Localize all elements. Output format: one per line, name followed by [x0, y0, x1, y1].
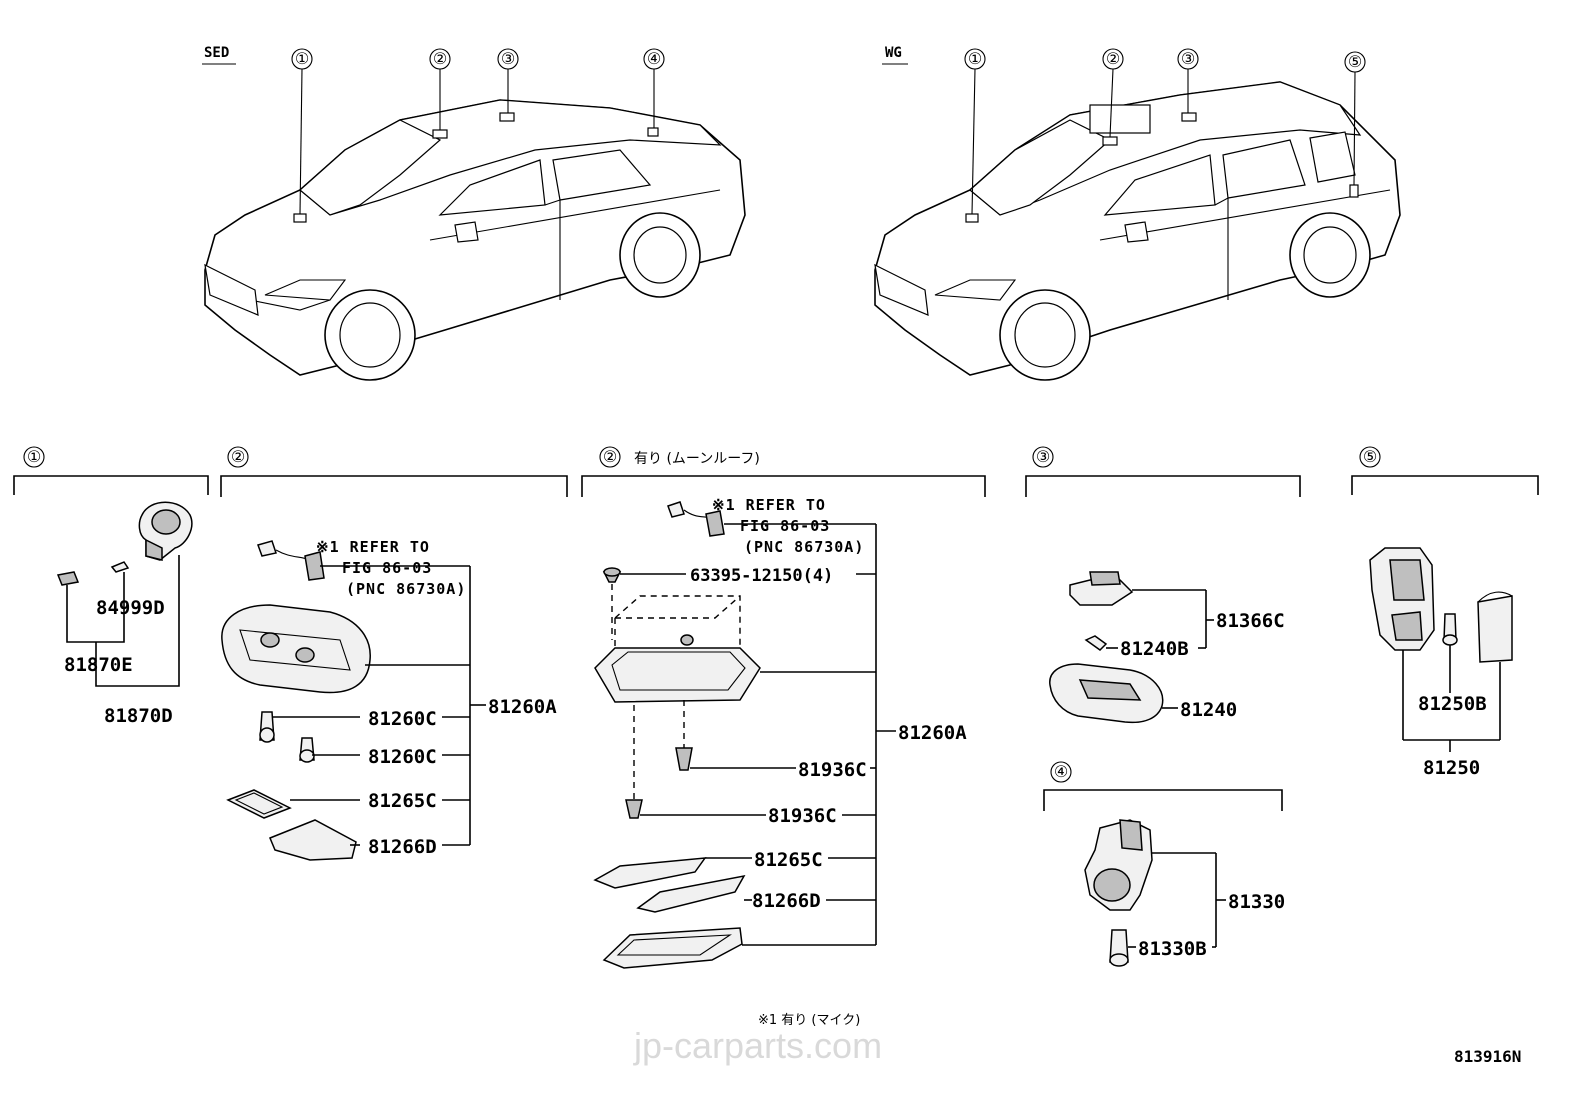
s2-part-81260C-a: 81260C	[368, 708, 437, 730]
wagon-callout-1: ①	[964, 48, 986, 215]
wagon-callout-5: ⑤	[1344, 51, 1366, 186]
s2m-note-line-1: ※1 REFER TO	[712, 496, 826, 514]
section-5-marker: ⑤	[1363, 447, 1377, 466]
clip-part	[56, 571, 80, 586]
s2-part-81265C: 81265C	[368, 790, 437, 812]
s2-note-line-1: ※1 REFER TO	[316, 538, 430, 556]
section-2m-marker: ②	[603, 447, 617, 466]
section-2-marker: ②	[231, 447, 245, 466]
s2m-screw-63395-12150: 63395-12150(4)	[690, 566, 833, 586]
s5-part-81250B: 81250B	[1418, 693, 1487, 715]
s2m-part-81266D: 81266D	[752, 890, 821, 912]
section-2: ② ※1 REFER TO FIG 86-03 (PNC 86730A)	[220, 446, 568, 861]
sedan-callout-2: ②	[429, 48, 451, 130]
small-clip-part	[110, 561, 130, 573]
section-5: ⑤ 81250B 81250	[1351, 446, 1539, 779]
wagon-callout-5-label: ⑤	[1348, 52, 1362, 71]
part-81870E: 81870E	[64, 654, 133, 676]
s3-part-81240: 81240	[1180, 699, 1237, 721]
part-81870D: 81870D	[104, 705, 173, 727]
footnote: ※1 有り (マイク)	[758, 1013, 860, 1028]
s2-note-line-3: (PNC 86730A)	[346, 580, 466, 598]
s2-part-81266D: 81266D	[368, 836, 437, 858]
map-lamp-housing	[221, 604, 371, 694]
part-84999D: 84999D	[96, 597, 165, 619]
s3-part-81366C: 81366C	[1216, 610, 1285, 632]
sedan-callout-3: ③	[497, 48, 519, 113]
sedan-callout-1-label: ①	[295, 49, 309, 68]
wagon-callout-2: ②	[1102, 48, 1124, 138]
wagon-tag: WG	[885, 45, 902, 61]
s2m-part-81265C: 81265C	[754, 849, 823, 871]
sedan-callout-4: ④	[643, 48, 665, 128]
wagon-callout-1-label: ①	[968, 49, 982, 68]
section-2m-title: 有り (ムーンルーフ)	[634, 451, 760, 467]
section-2-moonroof: ② 有り (ムーンルーフ) ※1 REFER TO FIG 86-03 (PNC…	[581, 446, 986, 969]
section-4-marker: ④	[1054, 762, 1068, 781]
moonroof-lamp-housing	[594, 647, 761, 703]
s4-part-81330: 81330	[1228, 891, 1285, 913]
s2-assembly-81260A: 81260A	[488, 696, 557, 718]
s3-part-81240B: 81240B	[1120, 638, 1189, 660]
sedan-callout-3-label: ③	[501, 49, 515, 68]
s5-part-81250: 81250	[1423, 757, 1480, 779]
section-1-marker: ①	[27, 447, 41, 466]
wagon-callout-2-label: ②	[1106, 49, 1120, 68]
s2m-note-line-3: (PNC 86730A)	[744, 538, 864, 556]
section-1: ① 84999D 81870E 81870D	[13, 446, 209, 727]
section-4: ④ 81330 81330B	[1043, 761, 1285, 967]
watermark: jp-carparts.com	[633, 1025, 882, 1066]
s2-part-81260C-b: 81260C	[368, 746, 437, 768]
s2m-part-81936C-b: 81936C	[768, 805, 837, 827]
s4-part-81330B: 81330B	[1138, 938, 1207, 960]
sedan-callout-2-label: ②	[433, 49, 447, 68]
section-3-marker: ③	[1036, 447, 1050, 466]
sedan-callout-1: ①	[291, 48, 313, 215]
figure-code: 813916N	[1454, 1047, 1521, 1066]
wagon-illustration: WG ① ② ③	[874, 45, 1401, 381]
wagon-callout-3: ③	[1177, 48, 1199, 113]
sedan-callout-4-label: ④	[647, 49, 661, 68]
sedan-tag: SED	[204, 45, 229, 61]
s2m-part-81936C-a: 81936C	[798, 759, 867, 781]
s2-note-line-2: FIG 86-03	[342, 559, 432, 577]
sedan-illustration: SED ① ②	[202, 45, 746, 381]
s2m-note-line-2: FIG 86-03	[740, 517, 830, 535]
s2m-assembly-81260A: 81260A	[898, 722, 967, 744]
wagon-callout-3-label: ③	[1181, 49, 1195, 68]
section-3: ③ 81366C 81240B 81240	[1025, 446, 1301, 724]
